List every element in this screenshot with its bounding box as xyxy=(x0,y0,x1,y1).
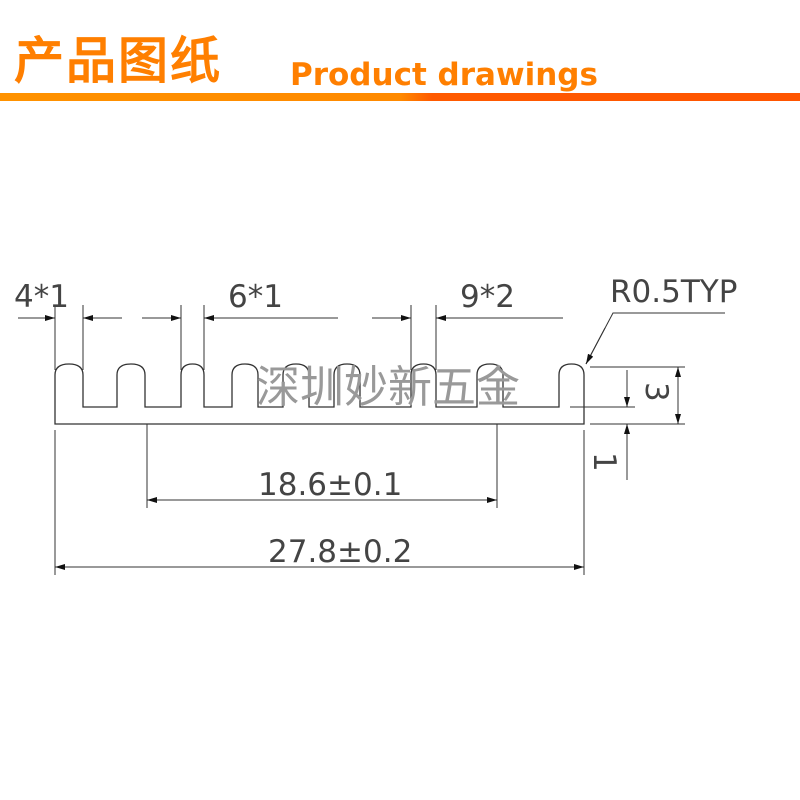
dim-overall-width: 27.8±0.2 xyxy=(268,534,412,570)
dim-base-thickness: 1 xyxy=(586,452,622,472)
title-chinese: 产品图纸 xyxy=(14,32,222,90)
watermark: 深圳妙新五金 xyxy=(256,362,520,413)
title-english: Product drawings xyxy=(290,57,598,93)
profile-outline xyxy=(54,363,585,425)
dimension-lines xyxy=(18,305,725,575)
dim-fin-height: 3 xyxy=(638,382,674,402)
dim-fin-gap-right: 9*2 xyxy=(460,279,515,315)
dim-radius: R0.5TYP xyxy=(610,274,737,310)
dim-fin-gap-left: 4*1 xyxy=(14,279,69,315)
header-divider-bar xyxy=(0,93,800,101)
dim-inner-width: 18.6±0.1 xyxy=(258,467,402,503)
dim-fin-gap-mid: 6*1 xyxy=(228,279,283,315)
profile-path xyxy=(54,363,585,425)
